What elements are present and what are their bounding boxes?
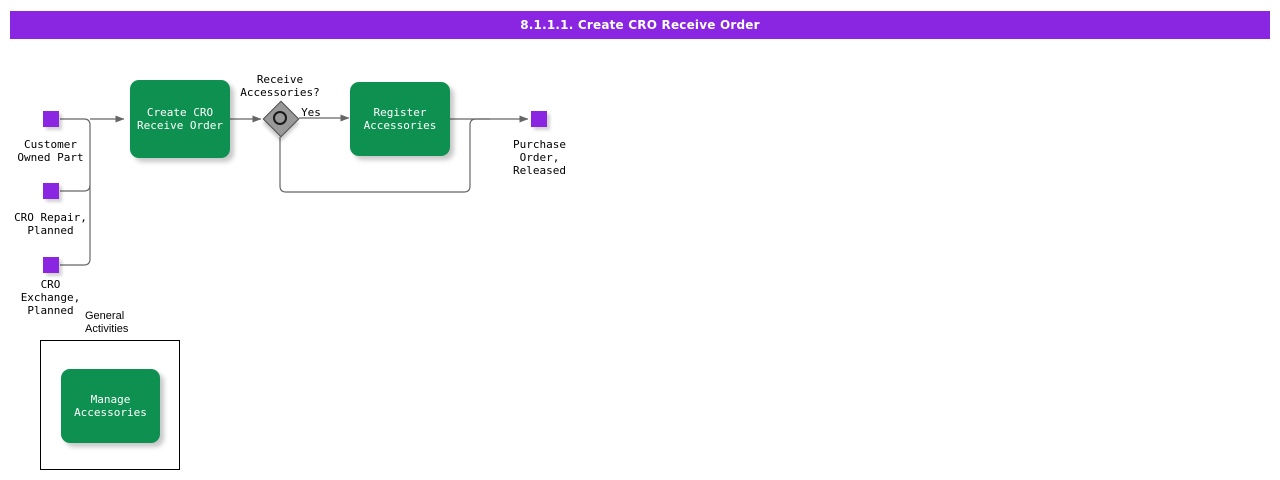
flow-customer-owned-part-to-create-order (60, 118, 91, 126)
end-event-purchase-order-released[interactable] (531, 111, 547, 127)
task-manage-accessories-label: Manage Accessories (74, 393, 147, 419)
group-general-activities-label: General Activities (85, 310, 129, 335)
group-general-activities: Manage Accessories (40, 340, 180, 470)
gateway-receive-accessories[interactable] (262, 100, 300, 138)
start-event-cro-exchange-planned[interactable] (43, 257, 59, 273)
page-title-banner: 8.1.1.1. Create CRO Receive Order (10, 11, 1270, 39)
page-title: 8.1.1.1. Create CRO Receive Order (520, 18, 760, 32)
task-create-cro-receive-order-label: Create CRO Receive Order (136, 106, 224, 132)
task-create-cro-receive-order[interactable]: Create CRO Receive Order (130, 80, 230, 158)
start-event-cro-repair-planned[interactable] (43, 183, 59, 199)
flow-label-yes: Yes (301, 106, 321, 119)
start-event-customer-owned-part-label: Customer Owned Part (17, 138, 84, 164)
start-event-customer-owned-part[interactable] (43, 111, 59, 127)
task-register-accessories-label: Register Accessories (363, 106, 437, 132)
task-manage-accessories[interactable]: Manage Accessories (61, 369, 160, 443)
end-event-purchase-order-released-label: Purchase Order, Released (513, 138, 566, 177)
gateway-receive-accessories-label: Receive Accessories? (240, 73, 320, 99)
gateway-inclusive-circle-icon (273, 111, 287, 125)
start-event-cro-repair-planned-label: CRO Repair, Planned (14, 211, 87, 237)
task-register-accessories[interactable]: Register Accessories (350, 82, 450, 156)
start-event-cro-exchange-planned-label: CRO Exchange, Planned (20, 278, 81, 317)
